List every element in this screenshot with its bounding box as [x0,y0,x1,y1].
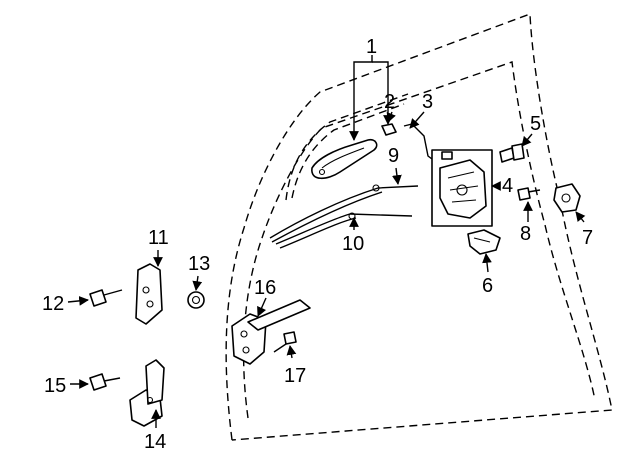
screw-5 [499,143,525,163]
callout-13: 13 [188,253,210,275]
bolt-15 [89,373,121,391]
bolt-12 [89,289,123,307]
callout-3: 3 [422,91,433,113]
outside-handle [311,138,378,180]
callout-11: 11 [148,227,169,249]
bolt-17 [273,331,297,353]
callout-16: 16 [254,277,276,299]
callout-4: 4 [502,175,513,197]
callout-7: 7 [582,227,593,249]
hinge-14 [129,359,165,427]
door-check-16 [231,299,311,365]
callout-17: 17 [284,365,306,387]
lock-rod [403,123,437,163]
bolt-8 [517,187,541,201]
callout-1: 1 [366,36,377,58]
callout-9: 9 [388,145,399,167]
cable-9 [269,184,419,243]
callout-10: 10 [342,233,364,255]
door-outline [225,13,613,441]
callout-2: 2 [384,91,395,113]
callout-15: 15 [44,375,66,397]
callout-8: 8 [520,223,531,245]
bracket-6 [467,229,501,255]
callout-labels: 1 2 3 4 5 6 7 8 9 10 11 12 13 14 15 16 1… [42,36,593,453]
handle-clip [381,123,397,136]
callout-12: 12 [42,293,64,315]
nut-13 [187,291,205,309]
leader-lines [67,55,586,428]
latch-assembly [431,149,493,227]
callout-6: 6 [482,275,493,297]
callout-5: 5 [530,113,541,135]
hinge-11 [135,263,163,325]
striker-7 [553,183,581,213]
callout-14: 14 [144,431,166,453]
